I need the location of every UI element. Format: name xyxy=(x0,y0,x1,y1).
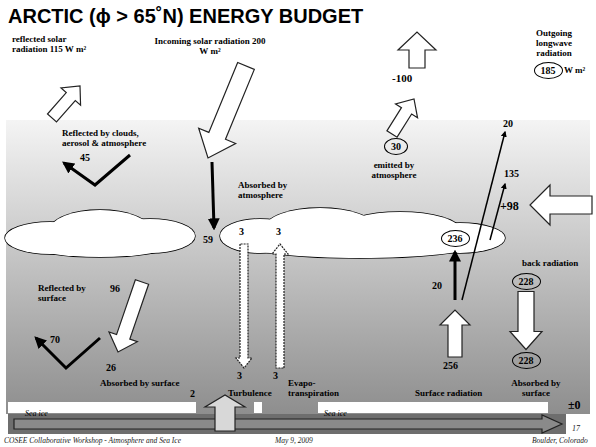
flux-value: 45 xyxy=(80,152,90,164)
flux-value: 20 xyxy=(503,118,513,130)
reflected-solar-arrow xyxy=(47,86,80,122)
flux-value: 236 xyxy=(448,233,463,244)
circled-value: 30 xyxy=(384,138,408,155)
flux-value: 30 xyxy=(391,141,401,152)
flux-value: 20 xyxy=(432,280,442,292)
process-label: Reflected by surface xyxy=(38,283,100,303)
flux-value: 3 xyxy=(276,226,281,238)
sea-ice-label: Sea ice xyxy=(324,409,347,419)
circled-value: 228 xyxy=(512,352,541,369)
cloud-right xyxy=(220,208,505,258)
net-value: ±0 xyxy=(568,398,581,412)
footer-text: Boulder, Colorado xyxy=(532,436,588,445)
flux-value: 59 xyxy=(203,234,213,246)
flux-value: 3 xyxy=(239,226,244,238)
process-label: Reflected by clouds, aerosol & atmospher… xyxy=(62,128,167,148)
process-label: Surface radiation xyxy=(415,388,482,398)
net-value: -100 xyxy=(392,72,412,85)
ocean-transport-arrow xyxy=(14,415,562,433)
surface-emission-arrow xyxy=(440,310,470,357)
window-emission-arrow xyxy=(462,132,505,300)
process-label: Absorbed by surface xyxy=(100,378,180,388)
flux-value: 70 xyxy=(50,334,60,346)
atmosphere-emission-arrow xyxy=(387,99,418,137)
radiation-arrow xyxy=(510,292,542,350)
atmosphere-absorption-arrow xyxy=(212,162,214,228)
footer-text: May 9, 2009 xyxy=(275,436,313,445)
circled-value: 236 xyxy=(441,230,470,247)
incoming-solar-arrow xyxy=(199,63,255,158)
flux-value: 228 xyxy=(519,276,534,287)
process-label: Absorbed by surface xyxy=(505,378,567,398)
flux-value: 135 xyxy=(504,168,519,180)
atmosphere-band xyxy=(6,120,590,414)
flux-arrows xyxy=(14,32,592,433)
flux-value: 2 xyxy=(190,388,195,400)
heat-transport-arrow xyxy=(530,185,592,225)
flux-value: 96 xyxy=(110,283,120,295)
sea-ice-segment xyxy=(254,402,262,413)
cloud-left xyxy=(5,210,195,257)
latent-heat-arrow xyxy=(272,244,288,368)
slide-title: ARCTIC (ϕ > 65˚N) ENERGY BUDGET xyxy=(8,4,363,28)
process-label: Absorbed by atmosphere xyxy=(238,180,308,200)
circled-value: 185 xyxy=(534,62,563,79)
surface-solar-arrow xyxy=(109,280,149,352)
process-label: back radiation xyxy=(522,258,578,268)
cloud-reflection-arrow xyxy=(64,155,130,185)
surface-reflection-arrow xyxy=(36,338,100,368)
flux-label: Incoming solar radiation 200 W m² xyxy=(150,36,270,56)
page-number: 17 xyxy=(572,424,580,433)
sensible-heat-arrow xyxy=(236,244,252,368)
process-label: Evapo-transpiration xyxy=(288,378,354,398)
net-value: +98 xyxy=(500,199,519,213)
ocean-bar xyxy=(8,414,566,434)
flux-label: Outgoing longwave radiation xyxy=(518,28,590,58)
process-label: emitted by atmosphere xyxy=(365,160,423,180)
flux-value: 3 xyxy=(273,370,278,382)
flux-value: 228 xyxy=(519,355,534,366)
ocean-heat-arrow xyxy=(205,395,245,431)
circled-value: 228 xyxy=(512,273,541,290)
net-toa-arrow xyxy=(398,32,436,68)
flux-value: 3 xyxy=(237,370,242,382)
flux-value: 26 xyxy=(106,362,116,374)
flux-value: 256 xyxy=(443,360,458,372)
flux-value: 185 xyxy=(541,65,556,76)
unit-label: W m² xyxy=(564,65,585,75)
sea-ice-slab: Sea ice xyxy=(318,402,548,413)
surface-to-atmosphere-arrow xyxy=(454,252,457,300)
footer-text: COSEE Collaborative Workshop - Atmospher… xyxy=(4,436,181,445)
flux-label: reflected solar radiation 115 W m² xyxy=(12,34,90,54)
sea-ice-slab: Sea ice xyxy=(8,402,196,413)
sea-ice-label: Sea ice xyxy=(25,409,48,419)
process-label: Turbulence xyxy=(228,388,272,398)
